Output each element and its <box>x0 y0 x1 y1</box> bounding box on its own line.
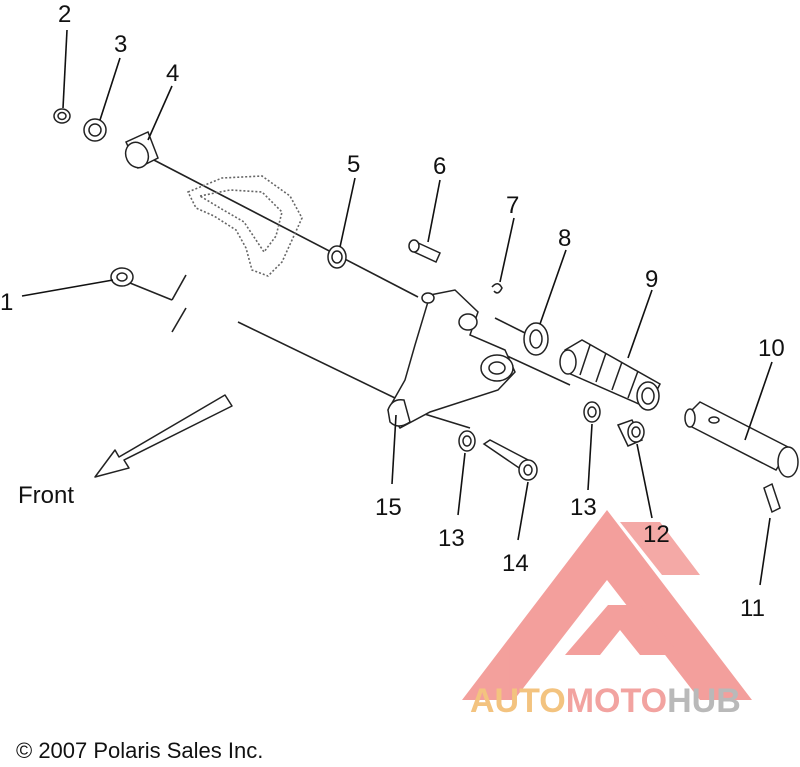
part-10-clevis-pin <box>684 401 799 478</box>
part-4-bushing <box>124 130 159 170</box>
callout-numbers: 1 2 3 4 5 6 7 8 9 10 11 12 13 13 14 15 <box>0 1 785 622</box>
part-13-washer-left <box>458 430 476 452</box>
callout-13-left: 13 <box>438 525 465 552</box>
callout-8: 8 <box>558 225 571 252</box>
part-11-pin <box>763 482 781 514</box>
watermark-moto-text: MOTO <box>566 682 667 720</box>
svg-text:AUTOMOTOHUB: AUTOMOTOHUB <box>470 682 741 720</box>
shift-lever-phantom <box>186 175 303 277</box>
callout-1: 1 <box>0 289 13 316</box>
part-8-washer <box>523 322 549 356</box>
part-7-clip <box>491 283 503 294</box>
front-label: Front <box>18 482 74 509</box>
callout-4: 4 <box>166 60 179 87</box>
watermark-logo: AUTOMOTOHUB <box>462 510 752 720</box>
callout-10: 10 <box>758 335 785 362</box>
part-6-pin <box>408 239 441 263</box>
front-arrow-icon <box>94 394 233 478</box>
part-2-nut <box>53 108 71 124</box>
watermark-auto-text: AUTO <box>470 682 566 720</box>
part-9-shift-peg <box>559 339 661 411</box>
part-13-washer-right <box>583 401 601 423</box>
callout-7: 7 <box>506 192 519 219</box>
callout-2: 2 <box>58 1 71 28</box>
watermark-triangle-icon <box>462 510 752 700</box>
copyright-text: © 2007 Polaris Sales Inc. <box>16 738 263 762</box>
part-5-o-ring <box>327 245 347 269</box>
part-12-bolt <box>616 419 645 447</box>
part-15-lever-bracket <box>387 289 516 429</box>
callout-6: 6 <box>433 153 446 180</box>
callout-3: 3 <box>114 31 127 58</box>
callout-11: 11 <box>740 595 765 622</box>
callout-12: 12 <box>643 521 670 548</box>
callout-5: 5 <box>347 151 360 178</box>
part-3-washer <box>83 118 107 142</box>
part-14-bolt <box>482 439 538 481</box>
callout-15: 15 <box>375 494 402 521</box>
leader-lines <box>21 29 773 586</box>
callout-9: 9 <box>645 266 658 293</box>
callout-14: 14 <box>502 550 529 577</box>
watermark-hub-text: HUB <box>667 682 741 720</box>
part-1-nut <box>110 267 134 287</box>
callout-13-right: 13 <box>570 494 597 521</box>
